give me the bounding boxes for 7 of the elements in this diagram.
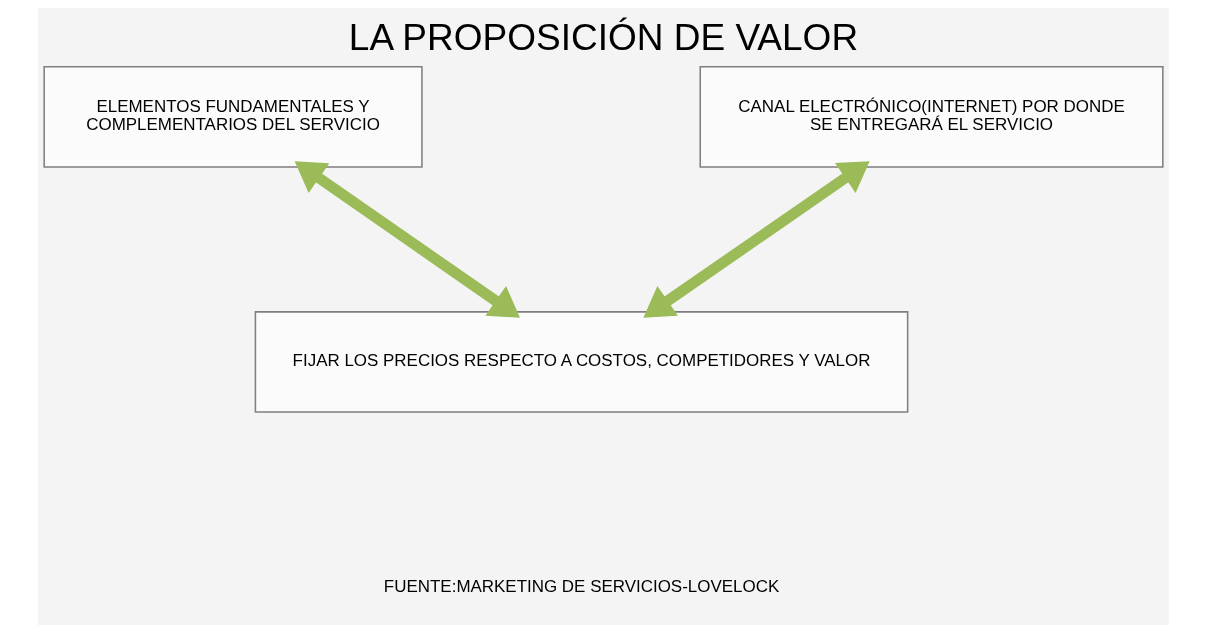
- node-box: FIJAR LOS PRECIOS RESPECTO A COSTOS, COMPETIDORES Y VALOR: [254, 311, 908, 413]
- node-box: CANAL ELECTRÓNICO(INTERNET) POR DONDE SE ENTREGARÁ EL SERVICIO: [699, 65, 1164, 168]
- node-box: ELEMENTOS FUNDAMENTALES Y COMPLEMENTARIOS DEL SERVICIO: [42, 65, 423, 168]
- arrow: [294, 161, 520, 318]
- arrow: [642, 161, 870, 318]
- diagram-title: LA PROPOSICIÓN DE VALOR: [348, 17, 858, 59]
- label: FUENTE:MARKETING DE SERVICIOS-LOVELOCK: [383, 577, 779, 597]
